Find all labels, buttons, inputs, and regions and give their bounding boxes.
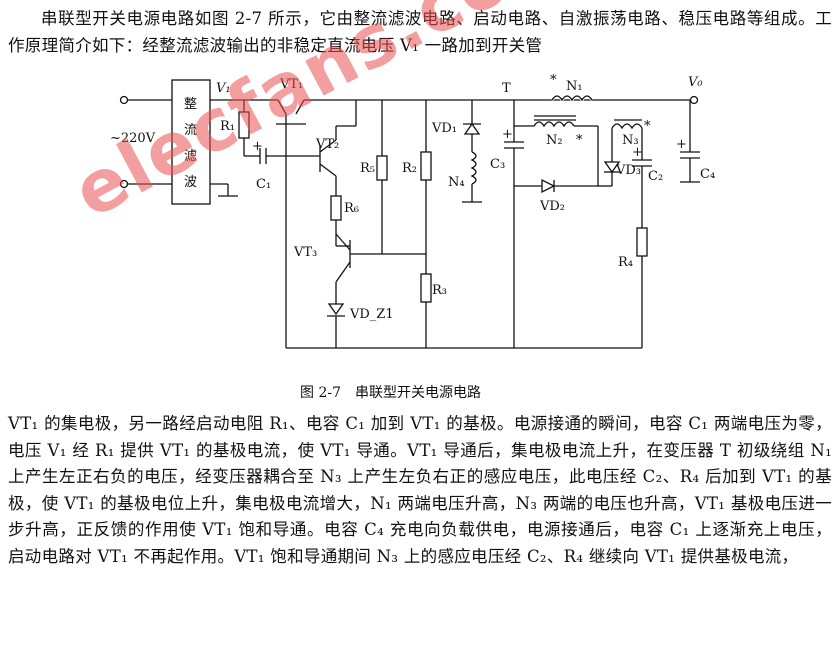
vd3-diode [603,161,621,174]
n4-winding [470,151,477,185]
label-t: T [502,81,511,96]
label-vd3: VD₃ [615,163,641,178]
label-v1: V₁ [216,81,231,96]
label-vt2: VT₂ [315,137,339,152]
ac-input-label: ~220V [110,131,156,146]
label-n3-dot: * [644,119,651,134]
intro-paragraph: 串联型开关电源电路如图 2-7 所示，它由整流滤波电路、启动电路、自激振荡电路、… [8,9,832,55]
rectifier-filter-box [171,79,211,205]
n2-winding [533,121,575,128]
label-r4: R₄ [618,255,633,270]
figure-title: 串联型开关电源电路 [355,385,481,401]
circuit-diagram: ~220V 整 流 滤 波 V₁ VT₁ R₁ C₁ + VT₂ R₆ R₅ R… [110,73,715,349]
r4-resistor [636,227,648,257]
figure-number: 图 2-7 [300,385,341,401]
label-n1: N₁ [566,79,583,94]
body-paragraph: VT₁ 的集电极，另一路经启动电阻 R₁、电容 C₁ 加到 VT₁ 的基极。电源… [8,414,832,566]
label-c4: C₄ [700,167,715,182]
rect-char-3: 滤 [184,149,197,164]
rect-char-1: 整 [184,97,197,112]
vd1-diode [463,122,481,135]
label-c2: C₂ [648,169,663,184]
label-c3-plus: + [502,127,513,142]
r6-resistor [330,195,342,221]
label-n2-dot: * [576,133,583,148]
label-r1: R₁ [220,119,235,134]
n3-winding [611,123,643,130]
vo-terminal [689,95,699,105]
ac-terminal-bottom [119,179,129,189]
label-c4-plus: + [676,137,687,152]
n1-winding-line [551,95,593,102]
label-c1: C₁ [256,177,271,192]
label-c3: C₃ [490,157,505,172]
label-vd1: VD₁ [431,121,457,136]
label-vo: V₀ [688,75,703,90]
label-r3: R₃ [432,283,447,298]
label-vt1: VT₁ [279,77,303,92]
rect-char-4: 波 [184,175,197,190]
label-n4: N₄ [448,175,465,190]
vd2-diode [541,178,556,194]
label-r2: R₂ [402,161,417,176]
r5-resistor [376,155,388,181]
vdz1-diode [327,303,345,316]
r3-resistor [420,273,432,303]
ac-terminal-top [119,95,129,105]
figure-caption: 图 2-7 串联型开关电源电路 [300,382,495,402]
label-n2: N₂ [546,133,563,148]
label-r6: R₆ [344,201,359,216]
label-c1-plus: + [252,139,263,154]
label-vdz1: VD_Z1 [349,307,394,322]
label-n3: N₃ [622,133,639,148]
label-r5: R₅ [360,161,375,176]
r2-resistor [420,151,432,181]
label-c2-plus: + [632,145,643,160]
label-vd2: VD₂ [539,199,565,214]
rect-char-2: 流 [184,123,197,138]
label-n1-dot: * [550,73,557,88]
label-vt3: VT₃ [293,245,317,260]
